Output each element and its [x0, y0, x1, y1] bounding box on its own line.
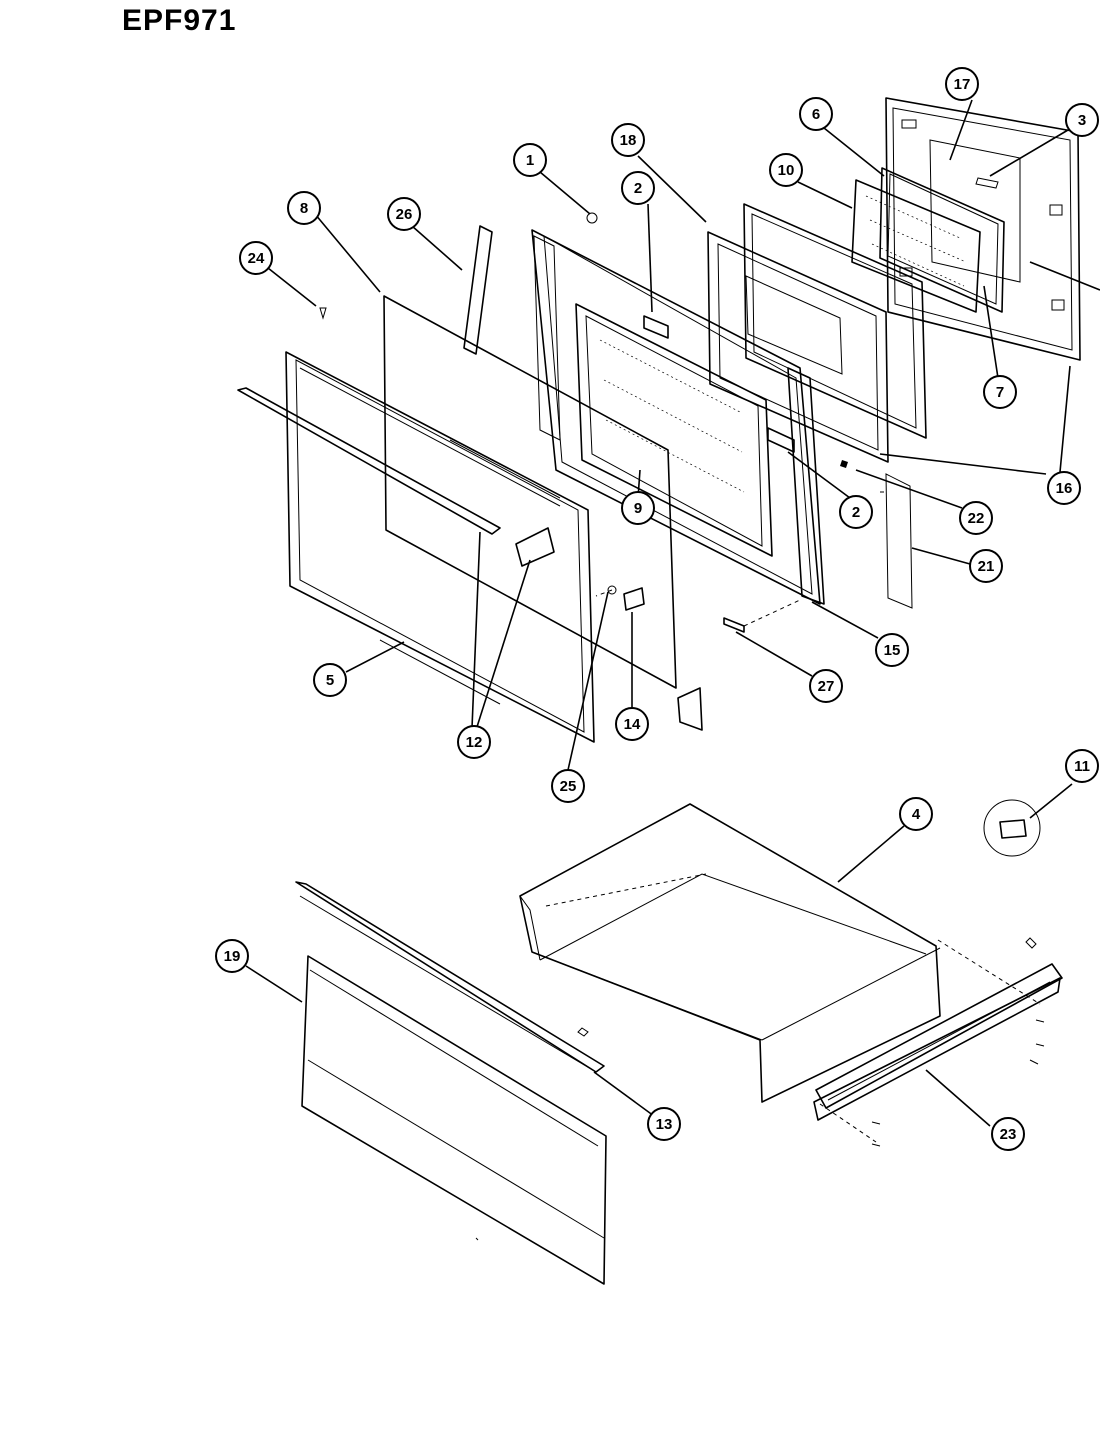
callout-19-label: 19 — [224, 948, 241, 965]
callout-7: 7 — [983, 375, 1017, 409]
drawer-front-panel — [301, 955, 607, 1285]
callout-3-label: 3 — [1078, 112, 1086, 129]
callout-21-label: 21 — [978, 558, 995, 575]
glide-clip-inset — [983, 799, 1041, 857]
callout-1: 1 — [513, 143, 547, 177]
fasteners — [319, 307, 617, 1241]
door-hinge-clips — [586, 212, 913, 633]
inner-door-glass — [851, 179, 981, 313]
callout-22-label: 22 — [968, 510, 985, 527]
callout-18-label: 18 — [620, 132, 637, 149]
callout-3: 3 — [1065, 103, 1099, 137]
callout-2-upper-label: 2 — [634, 180, 642, 197]
callout-14: 14 — [615, 707, 649, 741]
callout-14-label: 14 — [624, 716, 641, 733]
callout-17: 17 — [945, 67, 979, 101]
callout-24: 24 — [239, 241, 273, 275]
callout-11-label: 11 — [1074, 758, 1090, 775]
callout-26-label: 26 — [396, 206, 413, 223]
callout-2-lower-label: 2 — [852, 504, 860, 521]
door-liner — [707, 203, 927, 463]
door-side-channel — [463, 225, 493, 355]
callout-16: 16 — [1047, 471, 1081, 505]
callout-10-label: 10 — [778, 162, 795, 179]
callout-27-label: 27 — [818, 678, 835, 695]
callout-23: 23 — [991, 1117, 1025, 1151]
callout-6-label: 6 — [812, 106, 820, 123]
callout-26: 26 — [387, 197, 421, 231]
alignment-lines — [595, 491, 1041, 1143]
callout-21: 21 — [969, 549, 1003, 583]
callout-24-label: 24 — [248, 250, 265, 267]
storage-drawer — [519, 803, 941, 1103]
callout-9-label: 9 — [634, 500, 642, 517]
callout-23-label: 23 — [1000, 1126, 1017, 1143]
callout-8-label: 8 — [300, 200, 308, 217]
callout-6: 6 — [799, 97, 833, 131]
drawer-rail — [813, 937, 1063, 1147]
callout-12: 12 — [457, 725, 491, 759]
model-title: EPF971 — [122, 4, 237, 37]
callout-16-label: 16 — [1056, 480, 1073, 497]
callout-19: 19 — [215, 939, 249, 973]
callout-8: 8 — [287, 191, 321, 225]
callout-18: 18 — [611, 123, 645, 157]
callout-22: 22 — [959, 501, 993, 535]
callout-27: 27 — [809, 669, 843, 703]
door-gasket-frame — [879, 167, 1005, 313]
callout-9: 9 — [621, 491, 655, 525]
door-back-panel — [885, 97, 1081, 361]
outer-door-panel — [237, 351, 703, 743]
callout-12-label: 12 — [466, 734, 483, 751]
callout-7-label: 7 — [996, 384, 1004, 401]
drawer-support-bracket — [295, 881, 605, 1073]
callout-4-label: 4 — [912, 806, 921, 823]
callout-15-label: 15 — [884, 642, 901, 659]
leader-lines — [245, 99, 1100, 1127]
callout-10: 10 — [769, 153, 803, 187]
callout-13-label: 13 — [656, 1116, 673, 1133]
callout-2-upper: 2 — [621, 171, 655, 205]
callout-15: 15 — [875, 633, 909, 667]
callout-17-label: 17 — [954, 76, 971, 93]
door-insulation-sheet — [383, 295, 677, 689]
callout-11: 11 — [1065, 749, 1099, 783]
callout-25-label: 25 — [560, 778, 577, 795]
callout-25: 25 — [551, 769, 585, 803]
oven-front-frame — [531, 229, 825, 605]
callout-5-label: 5 — [326, 672, 334, 689]
callout-13: 13 — [647, 1107, 681, 1141]
callout-5: 5 — [313, 663, 347, 697]
callout-4: 4 — [899, 797, 933, 831]
callout-1-label: 1 — [526, 152, 534, 169]
callout-2-lower: 2 — [839, 495, 873, 529]
